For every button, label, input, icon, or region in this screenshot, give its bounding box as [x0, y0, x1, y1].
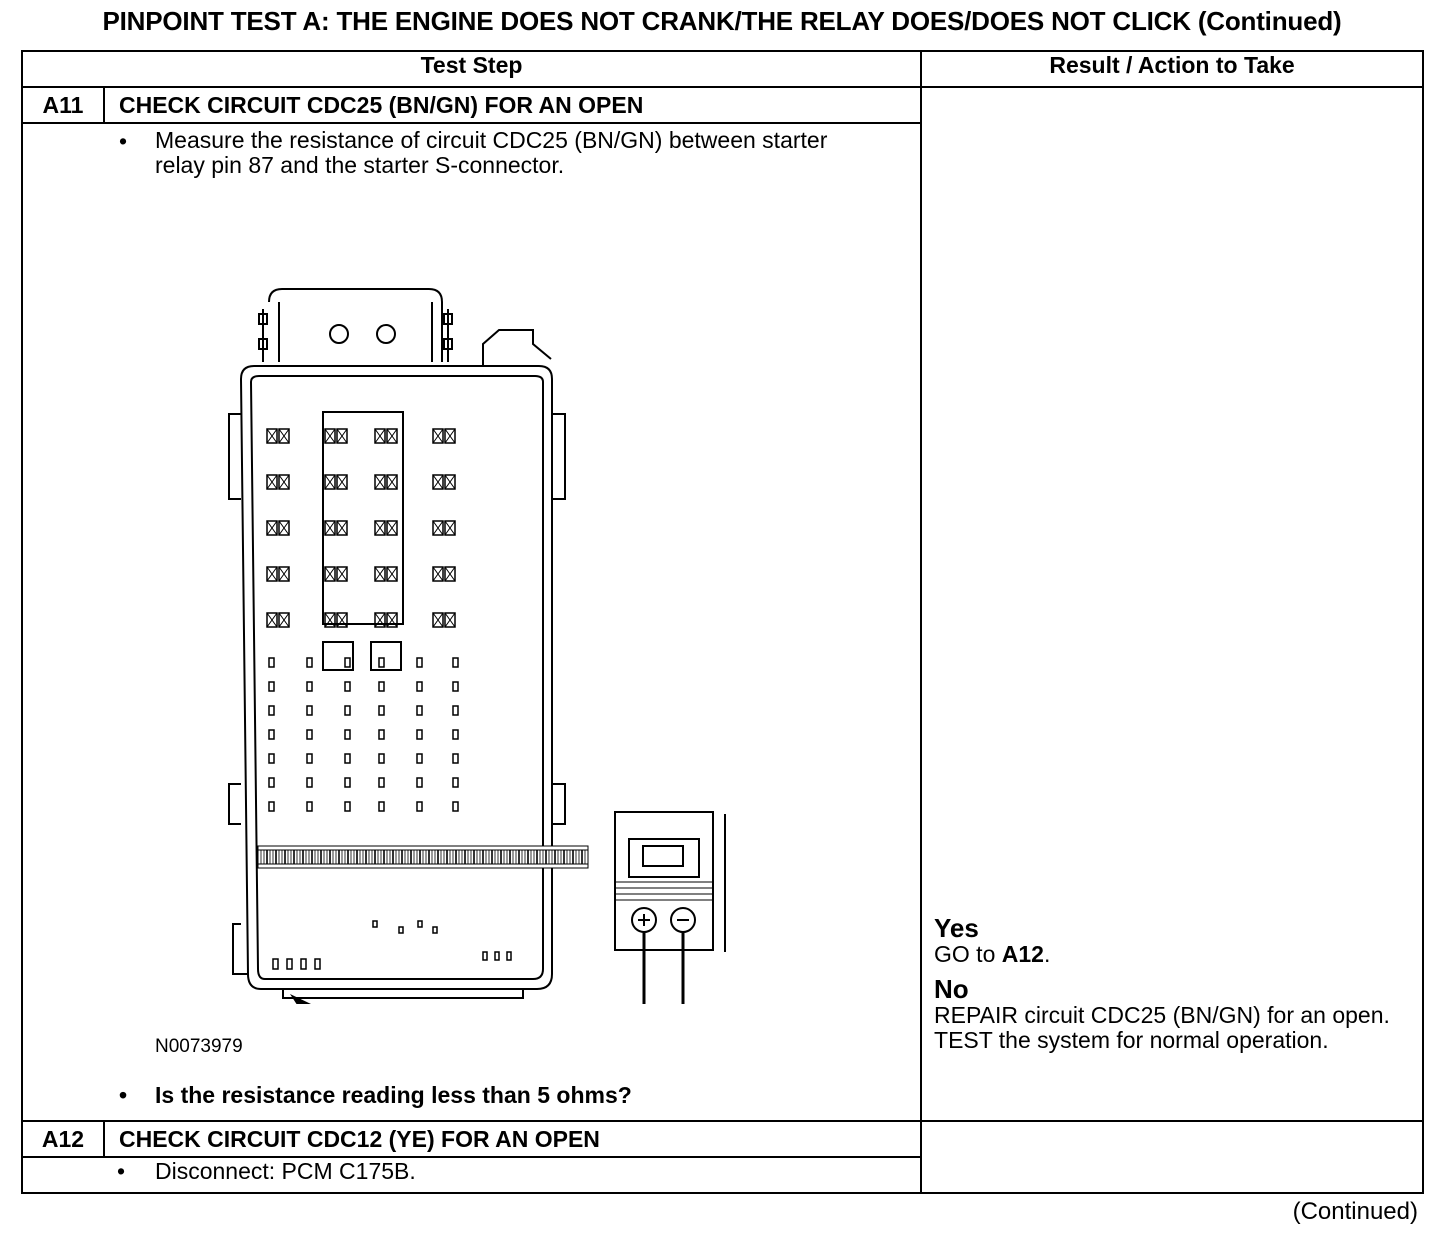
connector-band — [260, 850, 586, 864]
step-row-a12-header: A12 CHECK CIRCUIT CDC12 (YE) FOR AN OPEN — [21, 1120, 1425, 1194]
yes-label: Yes — [934, 913, 979, 943]
question-text: Is the resistance reading less than 5 oh… — [155, 1082, 632, 1108]
page-title: PINPOINT TEST A: THE ENGINE DOES NOT CRA… — [102, 6, 1342, 36]
step-body-cell: • Disconnect: PCM C175B. — [20, 1156, 923, 1194]
relay-box-multimeter-figure — [228, 288, 726, 1004]
yes-action-text: GO to — [934, 941, 1002, 967]
result-cell-a11: Yes GO to A12. No REPAIR circuit CDC25 (… — [920, 86, 1425, 1122]
step-row-a11-header: A11 CHECK CIRCUIT CDC25 (BN/GN) FOR AN O… — [21, 86, 1425, 1122]
bullet: • — [119, 1082, 128, 1108]
multimeter — [614, 811, 726, 952]
step-id: A12 — [21, 1120, 105, 1158]
instruction-item: • Measure the resistance of circuit CDC2… — [119, 128, 827, 178]
figure-id: N0073979 — [155, 1036, 243, 1057]
yes-action-end: . — [1043, 941, 1051, 967]
table-header-row: Test Step Result / Action to Take — [20, 50, 1425, 88]
result-cell-a12 — [920, 1120, 1425, 1194]
yes-target-link[interactable]: A12 — [1001, 941, 1044, 967]
bullet: • — [117, 1158, 126, 1184]
no-label: No — [934, 974, 969, 1004]
step-row-a11-body: • Measure the resistance of circuit CDC2… — [20, 122, 1423, 1122]
bullet: • — [119, 128, 128, 154]
column-header-result: Result / Action to Take — [920, 50, 1425, 88]
instruction-text: Measure the resistance of circuit CDC25 … — [155, 127, 828, 178]
fuse-grid — [266, 428, 512, 970]
pinpoint-test-table: Test Step Result / Action to Take A11 CH… — [20, 50, 1425, 1194]
step-heading: CHECK CIRCUIT CDC12 (YE) FOR AN OPEN — [102, 1120, 923, 1158]
step-heading: CHECK CIRCUIT CDC25 (BN/GN) FOR AN OPEN — [102, 86, 923, 124]
step-body-cell: • Measure the resistance of circuit CDC2… — [20, 122, 923, 1122]
result-block: Yes GO to A12. No REPAIR circuit CDC25 (… — [934, 914, 1394, 1053]
no-action: REPAIR circuit CDC25 (BN/GN) for an open… — [934, 1002, 1390, 1053]
question-item: • Is the resistance reading less than 5 … — [119, 1082, 632, 1109]
column-header-test-step: Test Step — [20, 50, 923, 88]
continued-label: (Continued) — [1292, 1198, 1418, 1225]
yes-action: GO to A12. — [934, 942, 1394, 967]
step-id: A11 — [21, 86, 105, 124]
step-row-a12-body: • Disconnect: PCM C175B. — [20, 1156, 1423, 1194]
instruction-text: Disconnect: PCM C175B. — [155, 1158, 416, 1184]
